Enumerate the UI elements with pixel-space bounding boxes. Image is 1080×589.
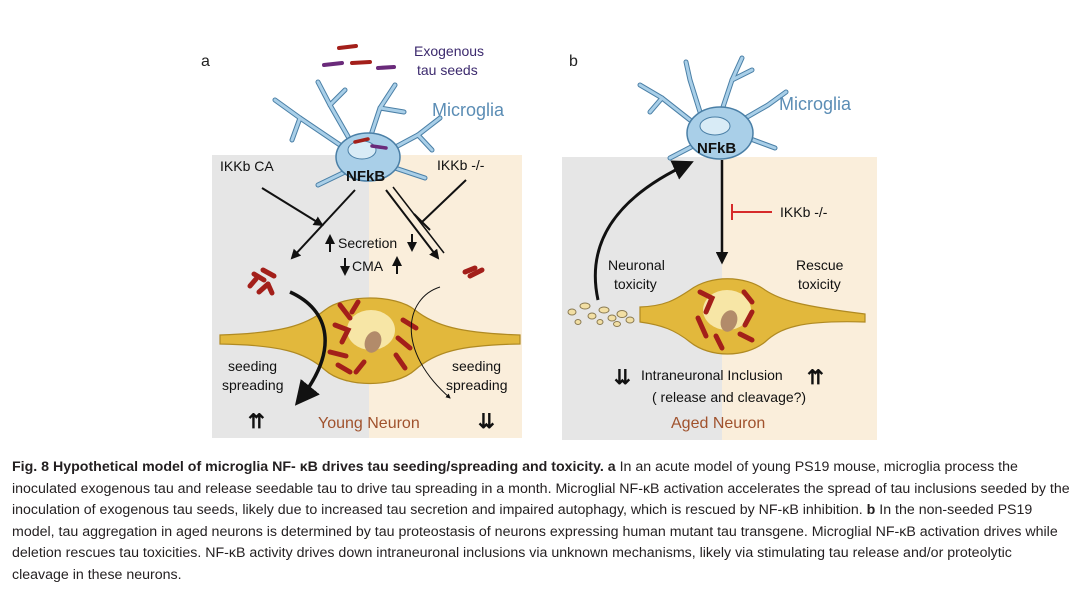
exogenous-tau-seeds [322,44,396,70]
figure-caption: Fig. 8 Hypothetical model of microglia N… [12,457,1070,587]
young-neuron [219,297,521,384]
spreading-left-label: spreading [222,377,284,393]
aged-neuron-label: Aged Neuron [671,415,765,432]
decrease-arrows-a: ⇊ [478,411,495,433]
neuronal-toxicity-line1: Neuronal [608,257,665,273]
panel-b: b [562,53,877,440]
up-arrows-b: ⇈ [807,367,824,389]
ikkb-ko-label-a: IKKb -/- [437,157,485,173]
rescue-toxicity-line2: toxicity [798,276,841,292]
increase-arrows-a: ⇈ [248,411,265,433]
seeding-left-label: seeding [228,358,277,374]
seeding-spreading-arrow-right [410,286,451,399]
cma-label: CMA [352,258,384,274]
ikkb-ca-label: IKKb CA [220,158,274,174]
toxicity-to-microglia-arrow [593,160,694,301]
nfkb-label-b: NFkB [697,140,736,157]
nfkb-to-right-arrow-2 [392,186,445,254]
extracellular-tau-left [247,267,277,296]
young-neuron-label: Young Neuron [318,415,420,432]
caption-a-text: In an acute model of young PS19 mouse, m… [12,459,1070,519]
ikkb-ko-inhibit-bar [413,213,431,231]
release-cleavage-label: ( release and cleavage?) [652,389,806,405]
exogenous-label-line2: tau seeds [417,62,478,78]
microglia-label-a: Microglia [432,100,505,120]
aged-neuron [639,278,866,355]
nfkb-to-right-arrow-1 [385,189,440,260]
ikkb-ko-inhibit-line [421,179,467,223]
nfkb-label-a: NFkB [346,168,385,185]
secretion-label: Secretion [338,235,397,251]
caption-title: Fig. 8 Hypothetical model of microglia N… [12,459,604,475]
caption-b-text: In the non-seeded PS19 model, tau aggreg… [12,502,1058,583]
panel-a-grey-region [212,155,369,438]
caption-b-marker: b [866,502,876,519]
panel-a-label: a [201,53,210,70]
secretion-cma-group: Secretion CMA [325,234,417,276]
figure-8-diagram: a Exogenous tau seeds [201,43,877,440]
microglia-cell-a [272,79,443,188]
caption-a-marker: a [607,459,616,475]
ikkb-ko-label-b: IKKb -/- [780,204,828,220]
neuronal-toxicity-line2: toxicity [614,276,657,292]
nfkb-to-left-arrow [290,189,356,260]
down-arrows-b: ⇊ [614,367,631,389]
extracellular-tau-right [462,265,485,279]
tau-fragments [567,302,635,327]
panel-b-label: b [569,53,578,70]
panel-a: a Exogenous tau seeds [201,43,522,438]
spreading-right-label: spreading [446,377,508,393]
exogenous-label-line1: Exogenous [414,43,484,59]
ikkb-ca-arrow [261,187,324,227]
microglia-label-b: Microglia [779,94,852,114]
seeding-spreading-arrow-left [289,290,327,406]
rescue-toxicity-line1: Rescue [796,257,844,273]
intraneuronal-inclusion-label: Intraneuronal Inclusion [641,367,783,383]
seeding-right-label: seeding [452,358,501,374]
microglia-cell-b [637,55,789,161]
